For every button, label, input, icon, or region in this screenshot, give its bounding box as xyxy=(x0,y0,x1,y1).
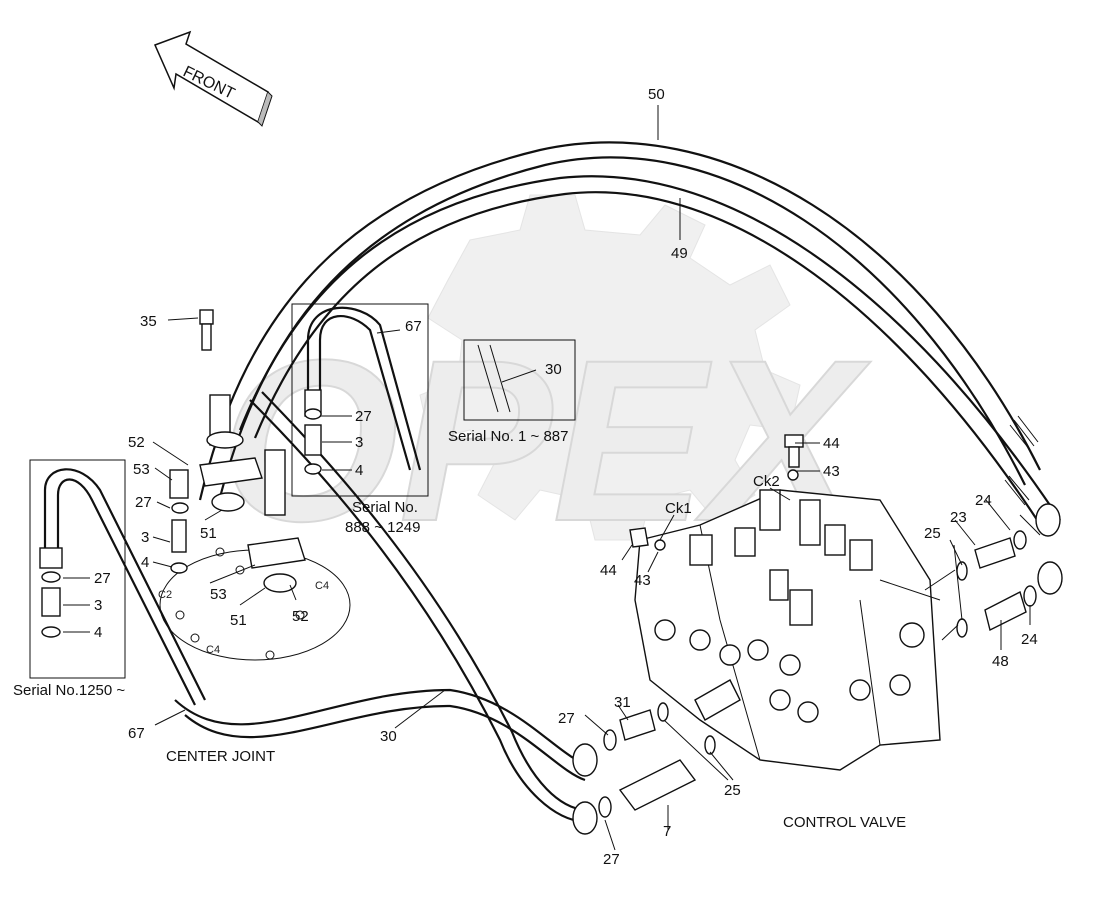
callout-35: 35 xyxy=(140,313,157,330)
serial-1-887: Serial No. 1 ~ 887 xyxy=(448,428,569,445)
port-ck2: Ck2 xyxy=(753,473,780,490)
serial-888-line2: 888 ~ 1249 xyxy=(345,519,421,536)
serial-box-1250 xyxy=(29,459,126,679)
port-ck1: Ck1 xyxy=(665,500,692,517)
callout-44-a: 44 xyxy=(823,435,840,452)
callout-27-a: 27 xyxy=(355,408,372,425)
callout-4-a: 4 xyxy=(355,462,363,479)
serial-1250: Serial No.1250 ~ xyxy=(13,682,125,699)
port-c4-b: C4 xyxy=(206,644,220,656)
flange-52 xyxy=(199,457,263,487)
serial-box-887 xyxy=(463,339,576,421)
callout-67-top: 67 xyxy=(405,318,422,335)
hose-49 xyxy=(238,175,1061,533)
control-valve-title: CONTROL VALVE xyxy=(783,814,906,831)
callout-51-b: 51 xyxy=(230,612,247,629)
callout-27-d: 27 xyxy=(558,710,575,727)
flange-53 xyxy=(247,537,306,569)
callout-3-b: 3 xyxy=(141,529,149,546)
callout-44-b: 44 xyxy=(600,562,617,579)
callout-24-b: 24 xyxy=(1021,631,1038,648)
callout-4-c: 4 xyxy=(94,624,102,641)
port-c4-a: C4 xyxy=(315,580,329,592)
callout-23: 23 xyxy=(950,509,967,526)
callout-53-a: 53 xyxy=(133,461,150,478)
callout-31: 31 xyxy=(614,694,631,711)
serial-888-line1: Serial No. xyxy=(352,499,418,516)
callout-50: 50 xyxy=(648,86,665,103)
callout-24-a: 24 xyxy=(975,492,992,509)
serial-box-888 xyxy=(291,303,429,497)
port-c2: C2 xyxy=(158,589,172,601)
front-arrow-icon: FRONT xyxy=(153,30,273,127)
callout-49: 49 xyxy=(671,245,688,262)
callout-52-a: 52 xyxy=(128,434,145,451)
callout-30-top: 30 xyxy=(545,361,562,378)
callout-25-b: 25 xyxy=(724,782,741,799)
callout-53-b: 53 xyxy=(210,586,227,603)
bolt-35 xyxy=(199,309,214,351)
callout-3-c: 3 xyxy=(94,597,102,614)
callout-27-b: 27 xyxy=(135,494,152,511)
callout-25-a: 25 xyxy=(924,525,941,542)
callout-4-b: 4 xyxy=(141,554,149,571)
callout-67-bottom: 67 xyxy=(128,725,145,742)
callout-27-c: 27 xyxy=(94,570,111,587)
callout-7: 7 xyxy=(663,823,671,840)
callout-43-a: 43 xyxy=(823,463,840,480)
callout-27-e: 27 xyxy=(603,851,620,868)
callout-30-bottom: 30 xyxy=(380,728,397,745)
callout-3-a: 3 xyxy=(355,434,363,451)
callout-51-a: 51 xyxy=(200,525,217,542)
callout-48: 48 xyxy=(992,653,1009,670)
control-valve xyxy=(634,489,941,771)
callout-52-b: 52 xyxy=(292,608,309,625)
callout-43-b: 43 xyxy=(634,572,651,589)
center-joint-title: CENTER JOINT xyxy=(166,748,275,765)
